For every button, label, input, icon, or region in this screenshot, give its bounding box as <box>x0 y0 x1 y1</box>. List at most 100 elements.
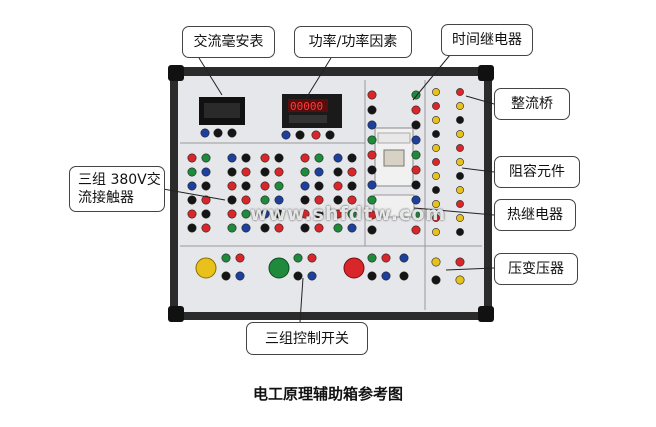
terminal-jack <box>200 128 210 138</box>
terminal-jack <box>274 223 284 233</box>
terminal-jack <box>367 165 377 175</box>
leader-line <box>412 54 451 101</box>
terminal-jack <box>241 181 251 191</box>
terminal-jack <box>241 153 251 163</box>
terminal-jack <box>431 257 441 267</box>
terminal-jack <box>456 144 464 152</box>
terminal-jack <box>260 209 270 219</box>
terminal-jack <box>367 195 377 205</box>
terminal-jack <box>333 181 343 191</box>
terminal-jack <box>411 120 421 130</box>
control-switch-yellow <box>195 257 217 279</box>
terminal-jack <box>347 167 357 177</box>
terminal-jack <box>300 167 310 177</box>
terminal-jack <box>333 195 343 205</box>
terminal-jack <box>235 253 245 263</box>
terminal-jack <box>293 271 303 281</box>
terminal-jack <box>260 153 270 163</box>
corner-cap <box>168 65 184 81</box>
callout-transformer: 压变压器 <box>494 253 578 285</box>
terminal-jack <box>381 271 391 281</box>
terminal-jack <box>367 253 377 263</box>
terminal-jack <box>227 209 237 219</box>
callout-rc-components: 阻容元件 <box>494 156 580 188</box>
terminal-jack <box>300 153 310 163</box>
terminal-jack <box>432 88 440 96</box>
terminal-jack <box>411 90 421 100</box>
watermark: www.shfdtw.com <box>250 203 447 225</box>
terminal-group <box>187 88 465 285</box>
control-switch-red <box>343 257 365 279</box>
terminal-jack <box>260 223 270 233</box>
terminal-jack <box>314 153 324 163</box>
power-meter-screen <box>288 99 328 112</box>
terminal-jack <box>432 130 440 138</box>
terminal-jack <box>314 167 324 177</box>
terminal-jack <box>187 195 197 205</box>
terminal-jack <box>432 116 440 124</box>
leader-line <box>162 188 226 201</box>
terminal-jack <box>347 153 357 163</box>
terminal-jack <box>333 167 343 177</box>
leader-line <box>299 277 304 323</box>
terminal-jack <box>347 209 357 219</box>
callout-time-relay: 时间继电器 <box>441 24 533 56</box>
terminal-jack <box>221 271 231 281</box>
terminal-jack <box>187 153 197 163</box>
terminal-jack <box>274 167 284 177</box>
terminal-jack <box>411 165 421 175</box>
terminal-jack <box>411 180 421 190</box>
terminal-jack <box>432 144 440 152</box>
terminal-jack <box>411 135 421 145</box>
terminal-jack <box>431 275 441 285</box>
terminal-jack <box>411 210 421 220</box>
terminal-jack <box>201 181 211 191</box>
terminal-jack <box>227 153 237 163</box>
terminal-jack <box>367 105 377 115</box>
terminal-jack <box>456 186 464 194</box>
terminal-jack <box>432 200 440 208</box>
terminal-jack <box>432 158 440 166</box>
terminal-jack <box>456 214 464 222</box>
terminal-jack <box>241 223 251 233</box>
terminal-jack <box>367 150 377 160</box>
callout-power-factor: 功率/功率因素 <box>294 26 412 58</box>
terminal-jack <box>456 172 464 180</box>
terminal-jack <box>241 167 251 177</box>
terminal-jack <box>201 195 211 205</box>
terminal-jack <box>456 88 464 96</box>
terminal-jack <box>399 253 409 263</box>
terminal-jack <box>367 210 377 220</box>
terminal-jack <box>274 209 284 219</box>
terminal-jack <box>227 181 237 191</box>
terminal-jack <box>314 209 324 219</box>
terminal-jack <box>411 225 421 235</box>
terminal-jack <box>260 181 270 191</box>
terminal-jack <box>347 195 357 205</box>
terminal-jack <box>432 228 440 236</box>
terminal-jack <box>367 120 377 130</box>
leader-line <box>413 207 495 216</box>
power-meter-buttons <box>289 115 327 123</box>
corner-cap <box>168 306 184 322</box>
terminal-jack <box>455 275 465 285</box>
terminal-jack <box>274 195 284 205</box>
terminal-jack <box>300 223 310 233</box>
terminal-jack <box>201 153 211 163</box>
leader-line <box>198 57 223 96</box>
terminal-jack <box>314 223 324 233</box>
terminal-jack <box>235 271 245 281</box>
terminal-jack <box>432 214 440 222</box>
terminal-jack <box>201 167 211 177</box>
milliammeter-screen <box>204 103 240 118</box>
terminal-jack <box>300 209 310 219</box>
terminal-jack <box>311 130 321 140</box>
terminal-jack <box>456 102 464 110</box>
terminal-jack <box>314 195 324 205</box>
callout-ac-milliammeter: 交流毫安表 <box>182 26 275 58</box>
terminal-jack <box>432 102 440 110</box>
terminal-jack <box>411 195 421 205</box>
terminal-jack <box>300 195 310 205</box>
